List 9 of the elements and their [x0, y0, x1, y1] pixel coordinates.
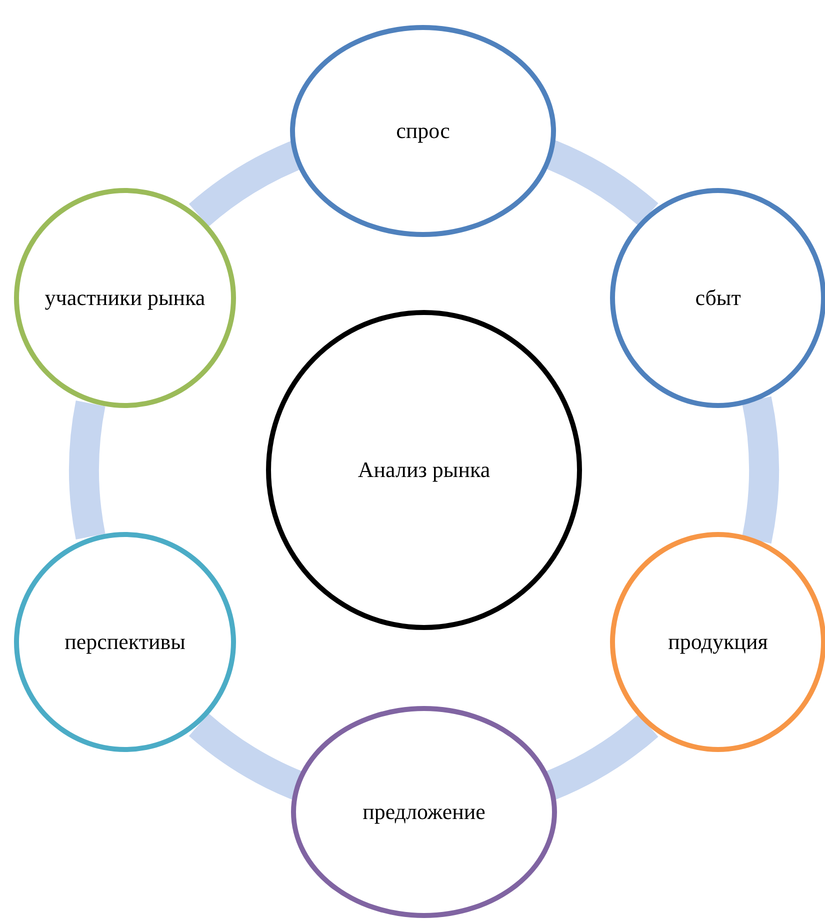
topic-label: участники рынка [44, 284, 206, 312]
ring-connector [742, 397, 779, 543]
topic-label: перспективы [64, 628, 186, 656]
topic-label: предложение [362, 798, 486, 826]
topic-label: сбыт [695, 284, 741, 312]
topic-label: спрос [396, 117, 450, 145]
topic-label: продукция [668, 628, 768, 656]
topic-label: Анализ рынка [358, 456, 490, 484]
ring-connector [69, 401, 106, 539]
